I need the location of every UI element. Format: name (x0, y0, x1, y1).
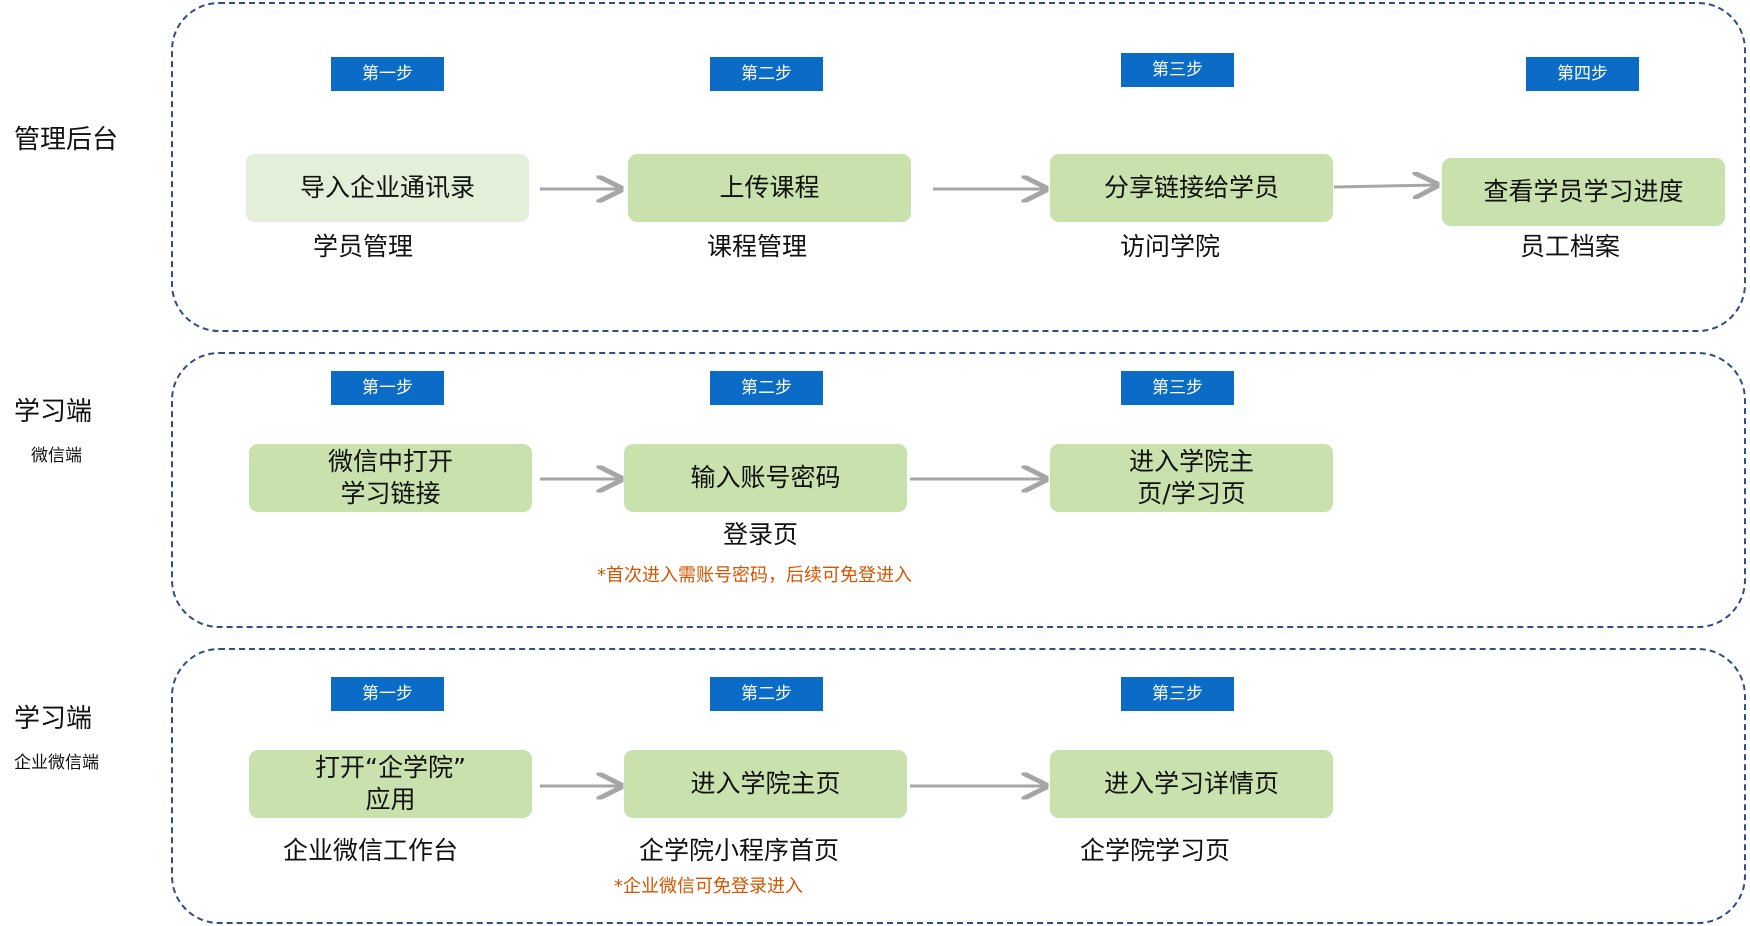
admin-step-1-badge: 第一步 (331, 57, 444, 91)
admin-step-4-badge: 第四步 (1526, 57, 1639, 91)
enterprise-step-1-box: 打开“企学院” 应用 (249, 750, 532, 818)
admin-step-3-badge: 第三步 (1121, 53, 1234, 87)
enterprise-lane-subtitle: 企业微信端 (14, 753, 99, 773)
admin-step-2-caption: 课程管理 (707, 232, 808, 261)
wechat-step-2-box: 输入账号密码 (624, 444, 907, 512)
wechat-login-note: *首次进入需账号密码，后续可免登进入 (597, 565, 912, 586)
enterprise-lane-title: 学习端 (14, 704, 93, 734)
wechat-step-3-box: 进入学院主 页/学习页 (1050, 444, 1333, 512)
enterprise-step-2-caption: 企学院小程序首页 (639, 836, 840, 865)
enterprise-step-3-caption: 企学院学习页 (1080, 836, 1231, 865)
admin-step-3-box: 分享链接给学员 (1050, 154, 1333, 222)
admin-step-1-box: 导入企业通讯录 (246, 154, 529, 222)
admin-step-4-caption: 员工档案 (1520, 232, 1621, 261)
enterprise-step-2-box: 进入学院主页 (624, 750, 907, 818)
admin-step-1-caption: 学员管理 (313, 232, 414, 261)
admin-step-2-badge: 第二步 (710, 57, 823, 91)
admin-lane (171, 2, 1746, 332)
wechat-step-1-badge: 第一步 (331, 371, 444, 405)
enterprise-step-1-badge: 第一步 (331, 677, 444, 711)
wechat-lane-title: 学习端 (14, 397, 93, 427)
wechat-step-2-badge: 第二步 (710, 371, 823, 405)
wechat-step-3-badge: 第三步 (1121, 371, 1234, 405)
wechat-lane-subtitle: 微信端 (31, 446, 82, 466)
admin-lane-title: 管理后台 (14, 125, 119, 155)
enterprise-lane (171, 648, 1746, 924)
admin-step-2-box: 上传课程 (628, 154, 911, 222)
enterprise-step-3-badge: 第三步 (1121, 677, 1234, 711)
wechat-step-2-caption: 登录页 (723, 520, 799, 549)
wechat-lane (171, 352, 1746, 628)
enterprise-step-1-caption: 企业微信工作台 (283, 836, 459, 865)
admin-step-3-caption: 访问学院 (1120, 232, 1221, 261)
enterprise-login-note: *企业微信可免登录进入 (614, 876, 803, 897)
wechat-step-1-box: 微信中打开 学习链接 (249, 444, 532, 512)
enterprise-step-3-box: 进入学习详情页 (1050, 750, 1333, 818)
enterprise-step-2-badge: 第二步 (710, 677, 823, 711)
admin-step-4-box: 查看学员学习进度 (1442, 158, 1725, 226)
